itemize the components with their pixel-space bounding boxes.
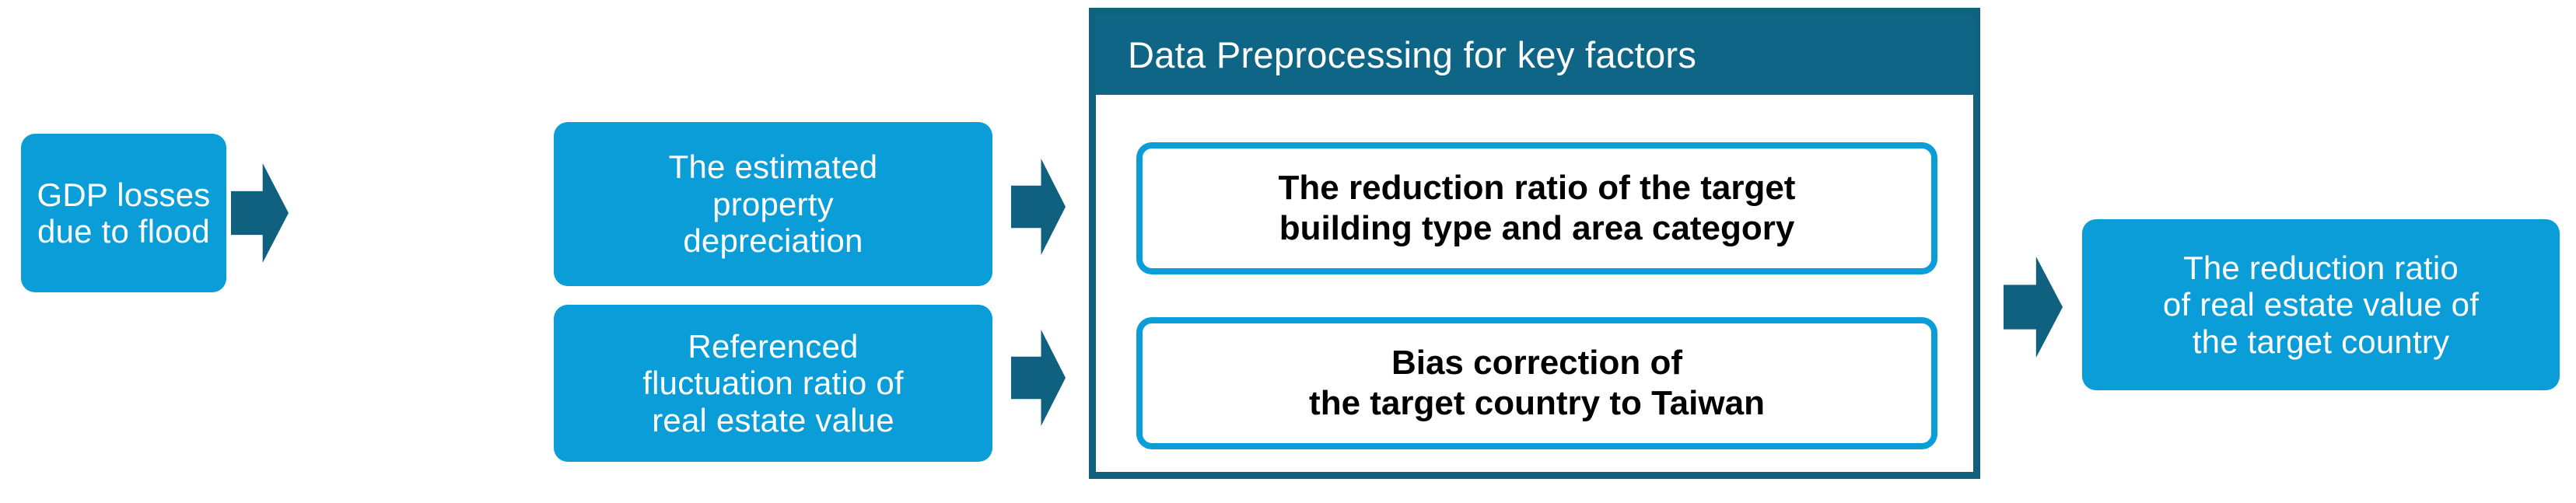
process-box-final-reduction-ratio: The reduction ratio of real estate value… — [2082, 219, 2560, 390]
arrow-right-icon-gdp-to-depreciation — [231, 163, 289, 263]
process-box-referenced-fluctuation-ratio: Referenced fluctuation ratio of real est… — [554, 305, 992, 462]
panel-header-title: Data Preprocessing for key factors — [1095, 14, 1974, 95]
sub-box-bias-correction: Bias correction of the target country to… — [1136, 317, 1937, 449]
panel-body: The reduction ratio of the target buildi… — [1096, 96, 1973, 472]
arrow-right-icon-depreciation-to-panel — [1011, 159, 1066, 255]
sub-box-reduction-ratio: The reduction ratio of the target buildi… — [1136, 142, 1937, 274]
process-box-gdp-losses: GDP losses due to flood — [21, 134, 226, 292]
process-box-estimated-property-depreciation: The estimated property depreciation — [554, 122, 992, 286]
arrow-right-icon-fluctuation-to-panel — [1011, 330, 1066, 426]
arrow-right-icon-panel-to-final — [2004, 257, 2063, 358]
data-preprocessing-panel: Data Preprocessing for key factors The r… — [1089, 8, 1980, 479]
